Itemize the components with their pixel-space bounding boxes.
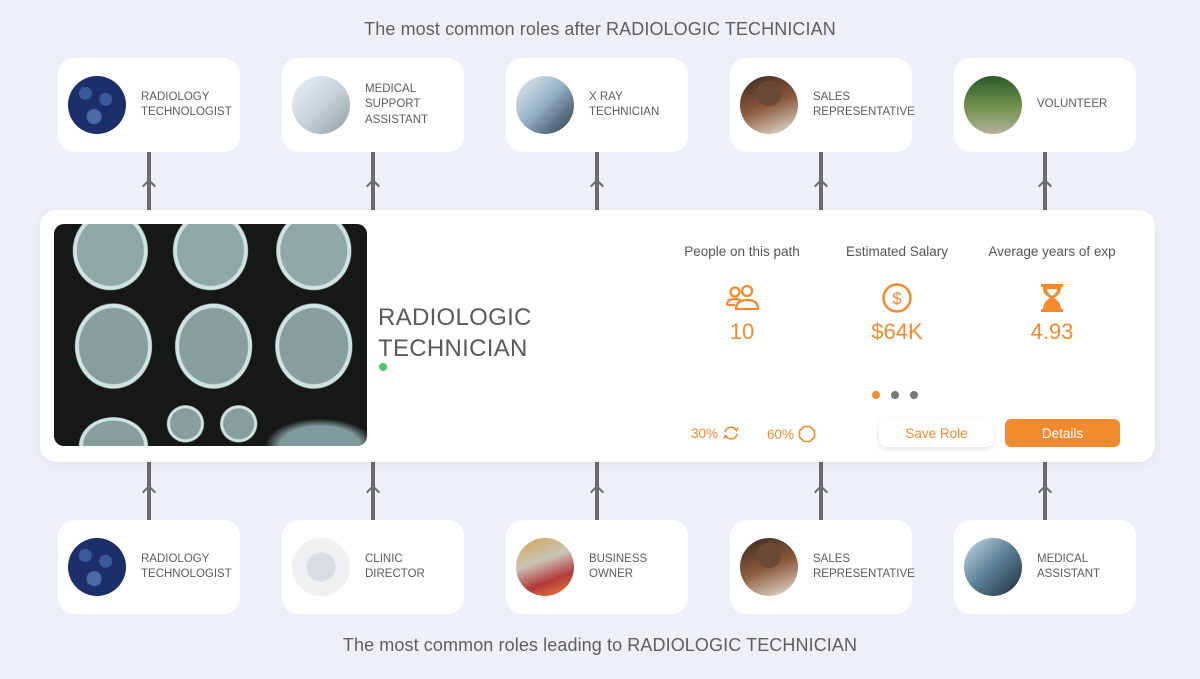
arrow-up-icon — [1037, 484, 1053, 500]
metric-transition: 30% — [691, 425, 740, 441]
pager-dot-3[interactable] — [910, 391, 918, 399]
connector-line — [819, 462, 823, 520]
connector-line — [595, 462, 599, 520]
stat-label: Estimated Salary — [845, 244, 949, 259]
save-role-button[interactable]: Save Role — [879, 419, 994, 447]
arrow-up-icon — [1037, 178, 1053, 194]
title-line-1: RADIOLOGIC — [378, 304, 532, 331]
role-thumbnail — [964, 538, 1022, 596]
role-thumbnail — [740, 76, 798, 134]
connector-line — [819, 152, 823, 210]
arrow-up-icon — [141, 484, 157, 500]
dollar-circle-icon: $ — [822, 281, 972, 315]
role-card-leading-radiology-technologist[interactable]: RADIOLOGY TECHNOLOGIST — [58, 520, 240, 614]
connector-line — [1043, 462, 1047, 520]
current-role-title: RADIOLOGIC TECHNICIAN — [378, 302, 532, 364]
arrow-up-icon — [589, 484, 605, 500]
connector-line — [147, 152, 151, 210]
connector-line — [371, 462, 375, 520]
role-thumbnail — [68, 76, 126, 134]
role-thumbnail — [516, 538, 574, 596]
roles-after-title: The most common roles after RADIOLOGIC T… — [364, 19, 836, 39]
role-label: SALES REPRESENTATIVE — [813, 552, 915, 581]
stat-people: People on this path 10 — [667, 244, 817, 345]
role-thumbnail — [964, 76, 1022, 134]
connector-line — [147, 462, 151, 520]
role-label: CLINIC DIRECTOR — [365, 552, 425, 581]
stat-value: 10 — [729, 319, 755, 344]
octagon-icon — [798, 425, 816, 443]
details-button[interactable]: Details — [1005, 419, 1120, 447]
role-card-leading-business-owner[interactable]: BUSINESS OWNER — [506, 520, 688, 614]
role-card-leading-sales-representative[interactable]: SALES REPRESENTATIVE — [730, 520, 915, 614]
people-icon — [667, 281, 817, 315]
arrow-up-icon — [365, 484, 381, 500]
role-thumbnail — [292, 76, 350, 134]
roles-leading-title: The most common roles leading to RADIOLO… — [342, 635, 858, 655]
role-card-after-sales-representative[interactable]: SALES REPRESENTATIVE — [730, 58, 915, 152]
connector-line — [1043, 152, 1047, 210]
arrow-up-icon — [813, 484, 829, 500]
arrow-up-icon — [141, 178, 157, 194]
stat-label: Average years of exp — [988, 244, 1116, 259]
metric-value: 30% — [691, 425, 719, 441]
role-label: MEDICAL ASSISTANT — [1037, 552, 1101, 581]
role-label: RADIOLOGY TECHNOLOGIST — [141, 552, 232, 581]
role-label: VOLUNTEER — [1037, 98, 1108, 111]
role-card-after-medical-support-assistant[interactable]: MEDICAL SUPPORT ASSISTANT — [282, 58, 464, 152]
svg-text:$: $ — [892, 289, 902, 308]
arrow-up-icon — [813, 178, 829, 194]
role-card-after-x-ray-technician[interactable]: X RAY TECHNICIAN — [506, 58, 688, 152]
stat-label: People on this path — [684, 244, 800, 259]
arrow-up-icon — [365, 178, 381, 194]
connector-line — [595, 152, 599, 210]
connector-line — [371, 152, 375, 210]
role-thumbnail — [516, 76, 574, 134]
role-label: RADIOLOGY TECHNOLOGIST — [141, 90, 232, 119]
role-thumbnail — [68, 538, 126, 596]
role-card-after-volunteer[interactable]: VOLUNTEER — [954, 58, 1136, 152]
metric-value: 60% — [767, 426, 795, 442]
arrow-up-icon — [589, 178, 605, 194]
carousel-pager — [872, 391, 918, 399]
role-card-leading-medical-assistant[interactable]: MEDICAL ASSISTANT — [954, 520, 1136, 614]
role-label: X RAY TECHNICIAN — [589, 90, 660, 119]
stat-experience: Average years of exp 4.93 — [977, 244, 1127, 345]
role-label: MEDICAL SUPPORT ASSISTANT — [365, 82, 429, 126]
role-card-leading-clinic-director[interactable]: CLINIC DIRECTOR — [282, 520, 464, 614]
title-line-2: TECHNICIAN — [378, 335, 528, 362]
stat-salary: Estimated Salary $ $64K — [822, 244, 972, 345]
pager-dot-2[interactable] — [891, 391, 899, 399]
metric-retention: 60% — [767, 425, 816, 443]
role-label: SALES REPRESENTATIVE — [813, 90, 915, 119]
pager-dot-1[interactable] — [872, 391, 880, 399]
role-thumbnail — [740, 538, 798, 596]
stat-value: 4.93 — [1030, 319, 1074, 344]
status-indicator — [379, 363, 387, 371]
refresh-icon — [723, 426, 739, 440]
current-role-card: RADIOLOGIC TECHNICIAN People on this pat… — [40, 210, 1155, 462]
role-hero-image — [54, 224, 367, 446]
role-card-after-radiology-technologist[interactable]: RADIOLOGY TECHNOLOGIST — [58, 58, 240, 152]
role-label: BUSINESS OWNER — [589, 552, 648, 581]
stat-value: $64K — [871, 319, 923, 344]
hourglass-icon — [977, 281, 1127, 315]
role-thumbnail — [292, 538, 350, 596]
